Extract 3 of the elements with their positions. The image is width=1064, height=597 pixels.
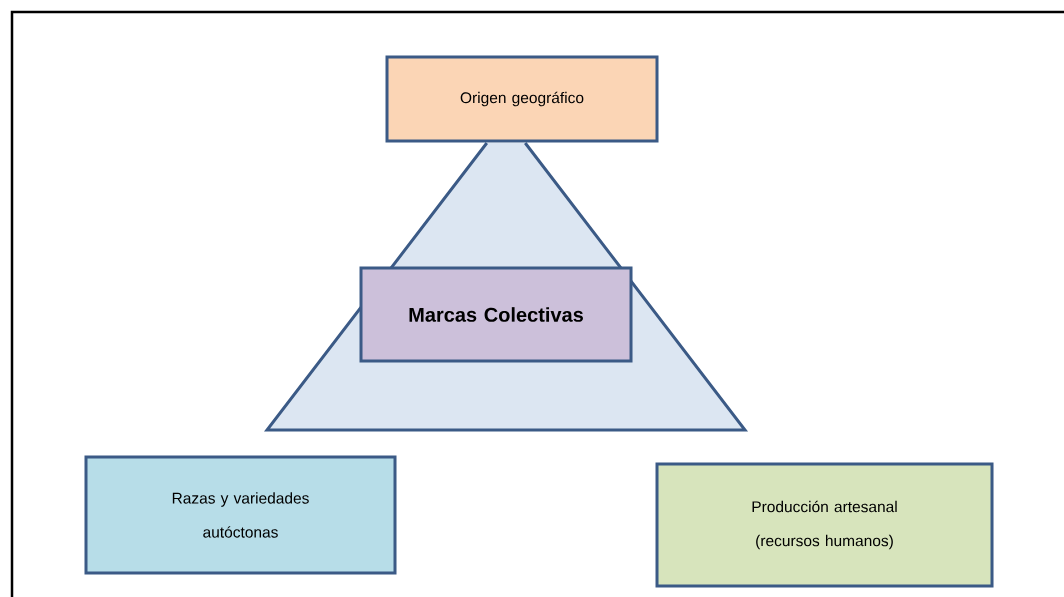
text-box: Razas y variedades autóctonas xyxy=(84,455,397,575)
text-box: Origen geográfico xyxy=(385,55,659,143)
text-box: Producción artesanal (recursos humanos) xyxy=(655,462,994,588)
